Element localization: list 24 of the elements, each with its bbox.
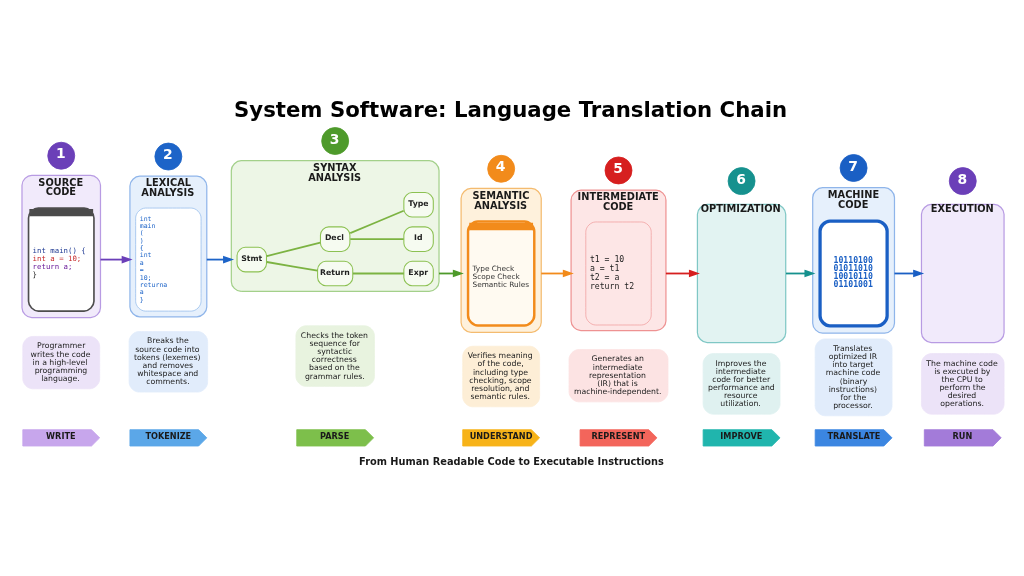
connector bbox=[352, 272, 405, 275]
node-circle: 1 bbox=[47, 141, 76, 170]
diagram-title: System Software: Language Translation Chain bbox=[233, 96, 788, 122]
node-circle: 5 bbox=[604, 156, 633, 185]
arrow bbox=[99, 255, 133, 264]
connector bbox=[265, 261, 319, 272]
caption: From Human Readable Code to Executable Instructions bbox=[359, 456, 664, 468]
node-circle: 2 bbox=[154, 142, 183, 171]
arrow bbox=[540, 269, 574, 278]
node-circle: 4 bbox=[487, 154, 516, 183]
node-box: OPTIMIZATION bbox=[696, 203, 787, 344]
connector bbox=[349, 209, 405, 235]
arrow bbox=[785, 269, 816, 278]
arrow bbox=[438, 269, 464, 278]
connector bbox=[265, 241, 322, 257]
arrow bbox=[205, 255, 235, 264]
node-circle: 8 bbox=[948, 167, 977, 195]
node-circle: 6 bbox=[727, 167, 756, 195]
arrow bbox=[665, 269, 700, 278]
connector bbox=[349, 238, 405, 241]
node-circle: 7 bbox=[839, 154, 868, 182]
node-box: EXECUTION bbox=[920, 203, 1005, 344]
arrow bbox=[893, 269, 925, 278]
node-circle: 3 bbox=[321, 127, 350, 155]
